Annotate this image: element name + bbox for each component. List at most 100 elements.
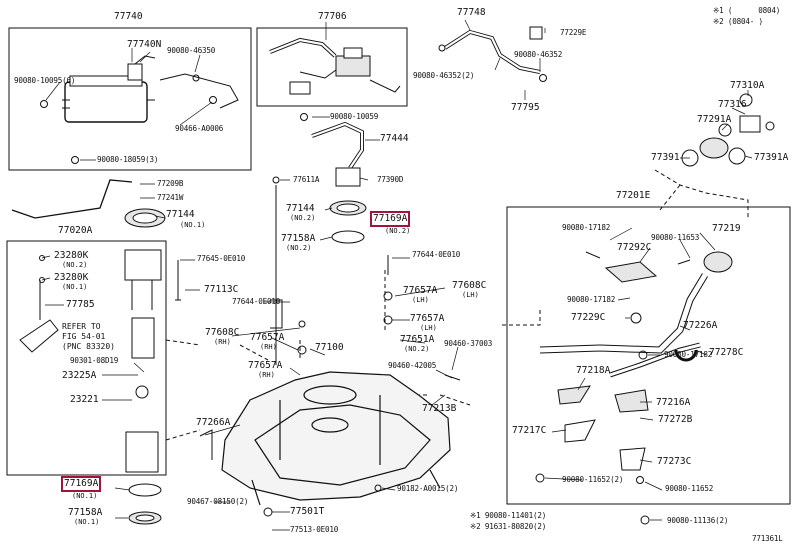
part-77657A-lh-1-sub: (LH) [412,296,429,304]
part-77169A-no1-sub: (NO.1) [72,492,98,500]
figure-id: 771361L [752,534,783,543]
part-77706[interactable]: 77706 [318,11,347,22]
part-90080-17182-c[interactable]: 90080-17182 [664,350,713,359]
part-77608C-rh-sub: (RH) [214,338,231,346]
breather-hose-icon [438,26,547,82]
part-90080-46352-a[interactable]: 90080-46352 [514,50,563,59]
fuel-cap-icon [681,93,775,167]
part-90301-08D19[interactable]: 90301-08D19 [70,356,119,365]
part-77169A-no1-highlight[interactable]: 77169A [60,476,102,492]
part-77390D[interactable]: 77390D [377,175,404,184]
part-77218A[interactable]: 77218A [576,365,611,376]
part-77644-0E010-b[interactable]: 77644-0E010 [412,250,461,259]
part-77113C[interactable]: 77113C [204,284,239,295]
part-90466-A0006[interactable]: 90466-A0006 [175,124,224,133]
part-77020A[interactable]: 77020A [58,225,93,236]
part-77651A-sub: (NO.2) [404,345,430,353]
part-90080-18059[interactable]: 90080-18059(3) [97,155,159,164]
part-77217C[interactable]: 77217C [512,425,547,436]
part-77158A-no2[interactable]: 77158A [281,233,316,244]
part-77158A-no1[interactable]: 77158A [68,507,103,518]
part-77657A-rh-1[interactable]: 77657A [250,332,285,343]
part-77608C-lh[interactable]: 77608C [452,280,487,291]
part-77219[interactable]: 77219 [712,223,741,234]
part-77292C[interactable]: 77292C [617,242,652,253]
part-90080-11652-b[interactable]: 90080-11652 [665,484,714,493]
part-77513-0E010[interactable]: 77513-0E010 [290,525,339,534]
gasket-no1-icon [128,483,162,497]
part-77144-no1-sub: (NO.1) [180,221,206,229]
part-77501T[interactable]: 77501T [290,506,325,517]
retainer-no2-icon [331,230,365,244]
part-90080-10095[interactable]: 90080-10095(6) [14,76,76,85]
part-77644-0E010-a[interactable]: 77644-0E010 [232,297,281,306]
part-23280K-no1[interactable]: 23280K [54,272,89,283]
footnote-1: ※1 90080-11401(2) [470,511,547,520]
part-23221[interactable]: 23221 [70,394,99,405]
part-90080-46350[interactable]: 90080-46350 [167,46,216,55]
part-77144-no2[interactable]: 77144 [286,203,315,214]
pump-frame [6,240,167,476]
part-77216A[interactable]: 77216A [656,397,691,408]
part-77226A[interactable]: 77226A [683,320,718,331]
part-23280K-no2[interactable]: 23280K [54,250,89,261]
filler-pipe-frame [506,206,791,505]
part-77608C-rh[interactable]: 77608C [205,327,240,338]
part-77209B[interactable]: 77209B [157,179,184,188]
part-90080-10059[interactable]: 90080-10059 [330,112,379,121]
part-77444[interactable]: 77444 [380,133,409,144]
part-77651A[interactable]: 77651A [400,334,435,345]
part-23225A[interactable]: 23225A [62,370,97,381]
part-77740N[interactable]: 77740N [127,39,162,50]
part-77272B[interactable]: 77272B [658,414,693,425]
part-77169A-no2-highlight[interactable]: 77169A [369,211,411,227]
part-77645-0E010[interactable]: 77645-0E010 [197,254,246,263]
part-77657A-rh-2-sub: (RH) [258,371,275,379]
part-90467-08150[interactable]: 90467-08150(2) [187,497,249,506]
part-77273C[interactable]: 77273C [657,456,692,467]
part-77291A[interactable]: 77291A [697,114,732,125]
part-90080-11652-a[interactable]: 90080-11652(2) [562,475,624,484]
part-77611A[interactable]: 77611A [293,175,320,184]
part-90080-17182-b[interactable]: 90080-17182 [567,295,616,304]
part-77229C[interactable]: 77229C [571,312,606,323]
part-77229E[interactable]: 77229E [560,28,587,37]
part-77158A-no1-sub: (NO.1) [74,518,100,526]
part-77278C[interactable]: 77278C [709,347,744,358]
part-77608C-lh-sub: (LH) [462,291,479,299]
part-90460-37003[interactable]: 90460-37003 [444,339,493,348]
part-77795[interactable]: 77795 [511,102,540,113]
part-77241W[interactable]: 77241W [157,193,184,202]
part-77657A-rh-2[interactable]: 77657A [248,360,283,371]
send-gauge-icon [335,167,361,187]
part-90080-46352-b[interactable]: 90080-46352(2) [413,71,475,80]
part-90080-17182-a[interactable]: 90080-17182 [562,223,611,232]
part-77316[interactable]: 77316 [718,99,747,110]
part-90080-11653[interactable]: 90080-11653 [651,233,700,242]
part-77657A-lh-2[interactable]: 77657A [410,313,445,324]
part-77657A-lh-1[interactable]: 77657A [403,285,438,296]
part-77158A-no2-sub: (NO.2) [286,244,312,252]
part-77748[interactable]: 77748 [457,7,486,18]
part-77144-no1[interactable]: 77144 [166,209,195,220]
part-77391[interactable]: 77391 [651,152,680,163]
part-77266A[interactable]: 77266A [196,417,231,428]
part-90182-A0015[interactable]: 90182-A0015(2) [397,484,459,493]
part-77100[interactable]: 77100 [315,342,344,353]
footnote-2: ※2 91631-80820(2) [470,522,547,531]
part-77391A[interactable]: 77391A [754,152,789,163]
part-77310A[interactable]: 77310A [730,80,765,91]
part-77740[interactable]: 77740 [114,11,143,22]
part-90460-42005[interactable]: 90460-42005 [388,361,437,370]
note-2: ※2 (0804- ) [713,17,763,26]
fuel-pump-icon [11,179,166,473]
part-90080-11136[interactable]: 90080-11136(2) [667,516,729,525]
part-77213B[interactable]: 77213B [422,403,457,414]
part-77201E[interactable]: 77201E [616,190,651,201]
part-77657A-rh-1-sub: (RH) [260,343,277,351]
part-77785[interactable]: 77785 [66,299,95,310]
fuel-tank-icon [221,371,451,506]
